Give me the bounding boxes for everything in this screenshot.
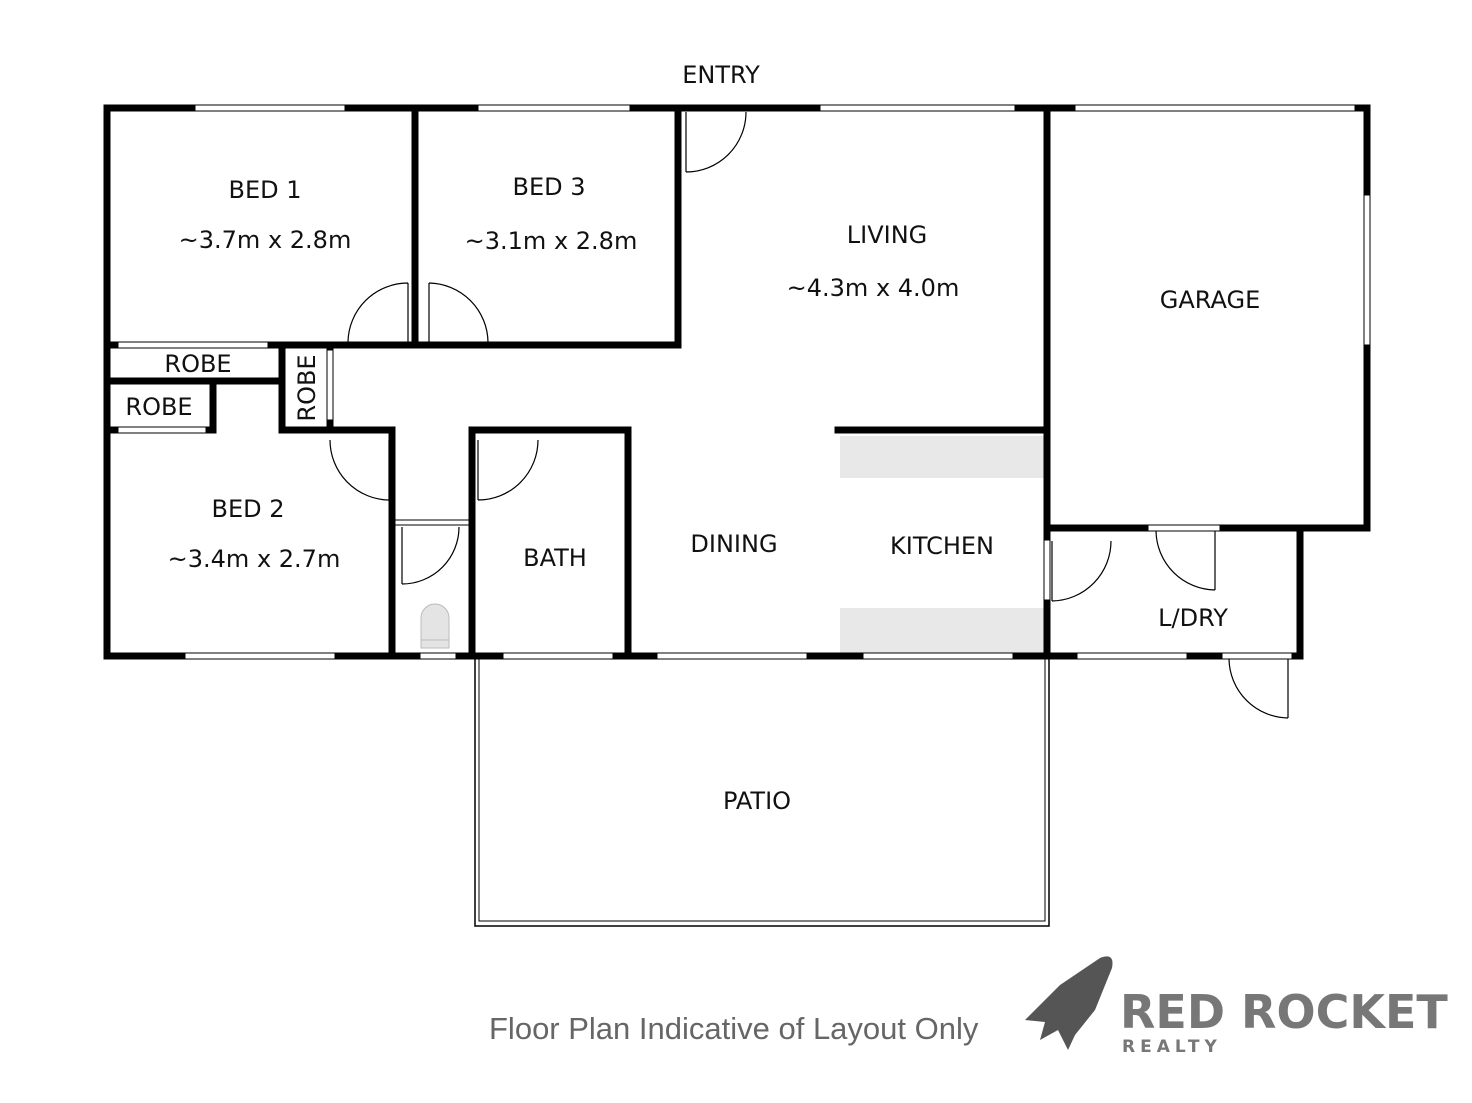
robe3-label: ROBE <box>293 354 321 421</box>
toilet-icon <box>420 603 450 649</box>
bed3-size: ~3.1m x 2.8m <box>465 227 638 255</box>
kitchen-counter-top <box>840 436 1044 478</box>
dining-label: DINING <box>690 530 777 558</box>
kitchen-counter-bottom <box>840 608 1044 653</box>
red-rocket-logo: RED ROCKET REALTY <box>1025 956 1448 1057</box>
living-label: LIVING <box>847 221 928 249</box>
windows <box>117 104 1371 660</box>
bed2-label: BED 2 <box>211 495 284 523</box>
laundry-label: L/DRY <box>1158 604 1228 632</box>
bed2-size: ~3.4m x 2.7m <box>168 545 341 573</box>
living-size: ~4.3m x 4.0m <box>787 274 960 302</box>
bed3-label: BED 3 <box>512 173 585 201</box>
bed1-label: BED 1 <box>228 176 301 204</box>
robe1-label: ROBE <box>164 350 231 378</box>
bath-label: BATH <box>523 544 587 572</box>
disclaimer-note: Floor Plan Indicative of Layout Only <box>489 1011 979 1046</box>
svg-text:REALTY: REALTY <box>1122 1037 1222 1057</box>
robe2-label: ROBE <box>125 393 192 421</box>
patio-label: PATIO <box>723 787 791 815</box>
bed1-size: ~3.7m x 2.8m <box>179 226 352 254</box>
kitchen-label: KITCHEN <box>890 532 994 560</box>
garage-label: GARAGE <box>1160 286 1260 314</box>
svg-text:RED ROCKET: RED ROCKET <box>1120 985 1448 1039</box>
doors <box>329 111 1289 719</box>
rocket-icon <box>1025 956 1113 1050</box>
entry-label: ENTRY <box>682 61 760 89</box>
